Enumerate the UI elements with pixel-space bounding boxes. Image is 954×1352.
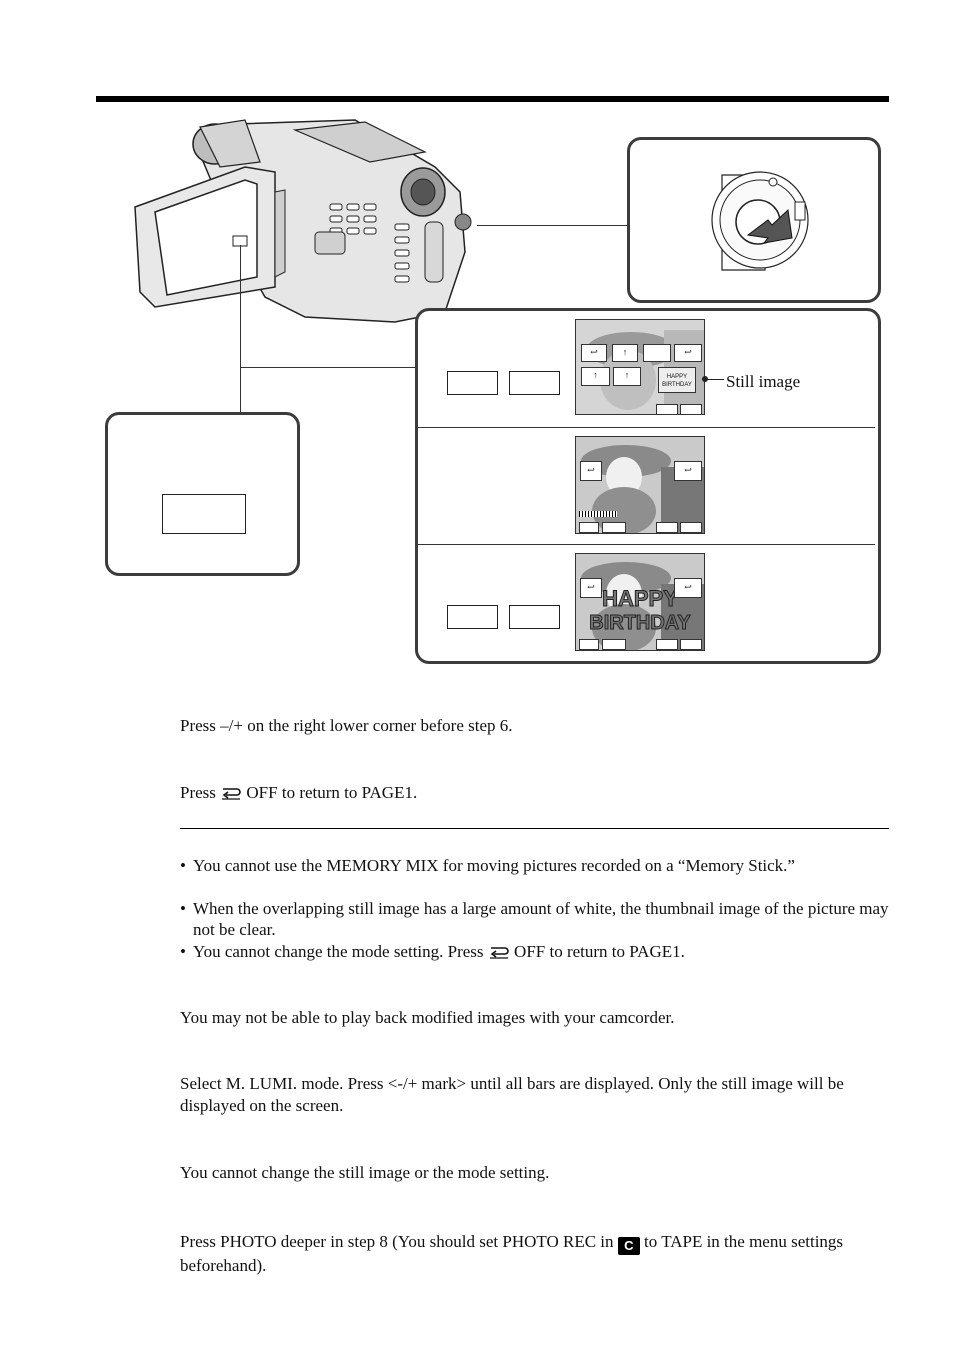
step1-thumb-5[interactable]: ↑ xyxy=(581,367,610,386)
step1-thumb-6[interactable]: ↑ xyxy=(613,367,641,386)
step3-btn-b[interactable] xyxy=(602,639,626,650)
step3-btn-a[interactable] xyxy=(579,639,599,650)
step2-screen: ↩ ↩ xyxy=(575,436,705,534)
still-image-label: Still image xyxy=(726,372,801,391)
step2-level-bars xyxy=(579,511,617,517)
step1-thumb-3[interactable] xyxy=(643,344,671,362)
callout-line-panel xyxy=(240,367,416,368)
still-image-pointer-dot xyxy=(702,376,708,382)
step2-btn-b[interactable] xyxy=(602,522,626,533)
lumi-note: Select M. LUMI. mode. Press <-/+ mark> u… xyxy=(180,1074,844,1115)
bullet-item: •You cannot use the MEMORY MIX for movin… xyxy=(180,856,795,875)
return-arrow-icon xyxy=(222,788,241,800)
camcorder-illustration xyxy=(134,119,472,323)
still-image-pointer xyxy=(702,379,724,380)
power-dial-callout xyxy=(627,137,881,303)
step2-btn-plus[interactable] xyxy=(680,522,702,533)
step1-thumb-2[interactable]: ↑ xyxy=(612,344,638,362)
photo-rec-note: Press PHOTO deeper in step 8 (You should… xyxy=(180,1232,844,1275)
step3-button-left[interactable] xyxy=(447,605,498,629)
return-arrow-icon xyxy=(489,947,509,959)
step3-photo xyxy=(576,554,704,650)
section-rule xyxy=(180,828,889,829)
power-dial-icon xyxy=(711,171,809,271)
step1-btn-minus[interactable] xyxy=(656,404,678,414)
playback-note: You may not be able to play back modifie… xyxy=(180,1008,675,1027)
bullet-item: •When the overlapping still image has a … xyxy=(180,899,889,939)
step1-screen: ↩ ↑ ↩ ↑ ↑ HAPPY BIRTHDAY xyxy=(575,319,705,415)
bullet-item: •You cannot change the mode setting. Pre… xyxy=(180,942,685,961)
callout-line-dial xyxy=(477,225,627,226)
step3-thumb-right[interactable]: ↩ xyxy=(674,578,702,598)
step-divider-1 xyxy=(418,427,875,428)
step1-btn-plus[interactable] xyxy=(680,404,702,414)
step3-screen: HAPPY BIRTHDAY ↩ ↩ xyxy=(575,553,705,651)
step2-btn-minus[interactable] xyxy=(656,522,678,533)
return-note: Press OFF to return to PAGE1. xyxy=(180,783,418,802)
camera-set-menu-icon: C xyxy=(617,1237,640,1255)
header-rule xyxy=(96,96,889,102)
step2-thumb-right[interactable]: ↩ xyxy=(674,461,702,481)
step3-btn-plus[interactable] xyxy=(680,639,702,650)
step2-btn-a[interactable] xyxy=(579,522,599,533)
step2-photo xyxy=(576,437,704,533)
step1-still-image-thumb[interactable]: HAPPY BIRTHDAY xyxy=(658,367,696,393)
step1-button-left[interactable] xyxy=(447,371,498,395)
step2-return-button[interactable]: ↩ xyxy=(580,461,602,481)
step-divider-2 xyxy=(418,544,875,545)
step3-return-button[interactable]: ↩ xyxy=(580,578,602,598)
step1-button-right[interactable] xyxy=(509,371,560,395)
lcd-touch-button[interactable] xyxy=(162,494,246,534)
callout-line-lcd xyxy=(240,245,241,413)
step3-overlay-line2: BIRTHDAY xyxy=(589,612,692,635)
adjust-note: Press –/+ on the right lower corner befo… xyxy=(180,716,513,735)
still-image-note: You cannot change the still image or the… xyxy=(180,1163,550,1182)
step3-btn-minus[interactable] xyxy=(656,639,678,650)
step1-thumb-4[interactable]: ↩ xyxy=(674,344,702,362)
step1-thumb-1[interactable]: ↩ xyxy=(581,344,607,362)
lcd-button-callout xyxy=(105,412,300,576)
step3-overlay-line1: HAPPY xyxy=(602,586,679,611)
step3-button-right[interactable] xyxy=(509,605,560,629)
